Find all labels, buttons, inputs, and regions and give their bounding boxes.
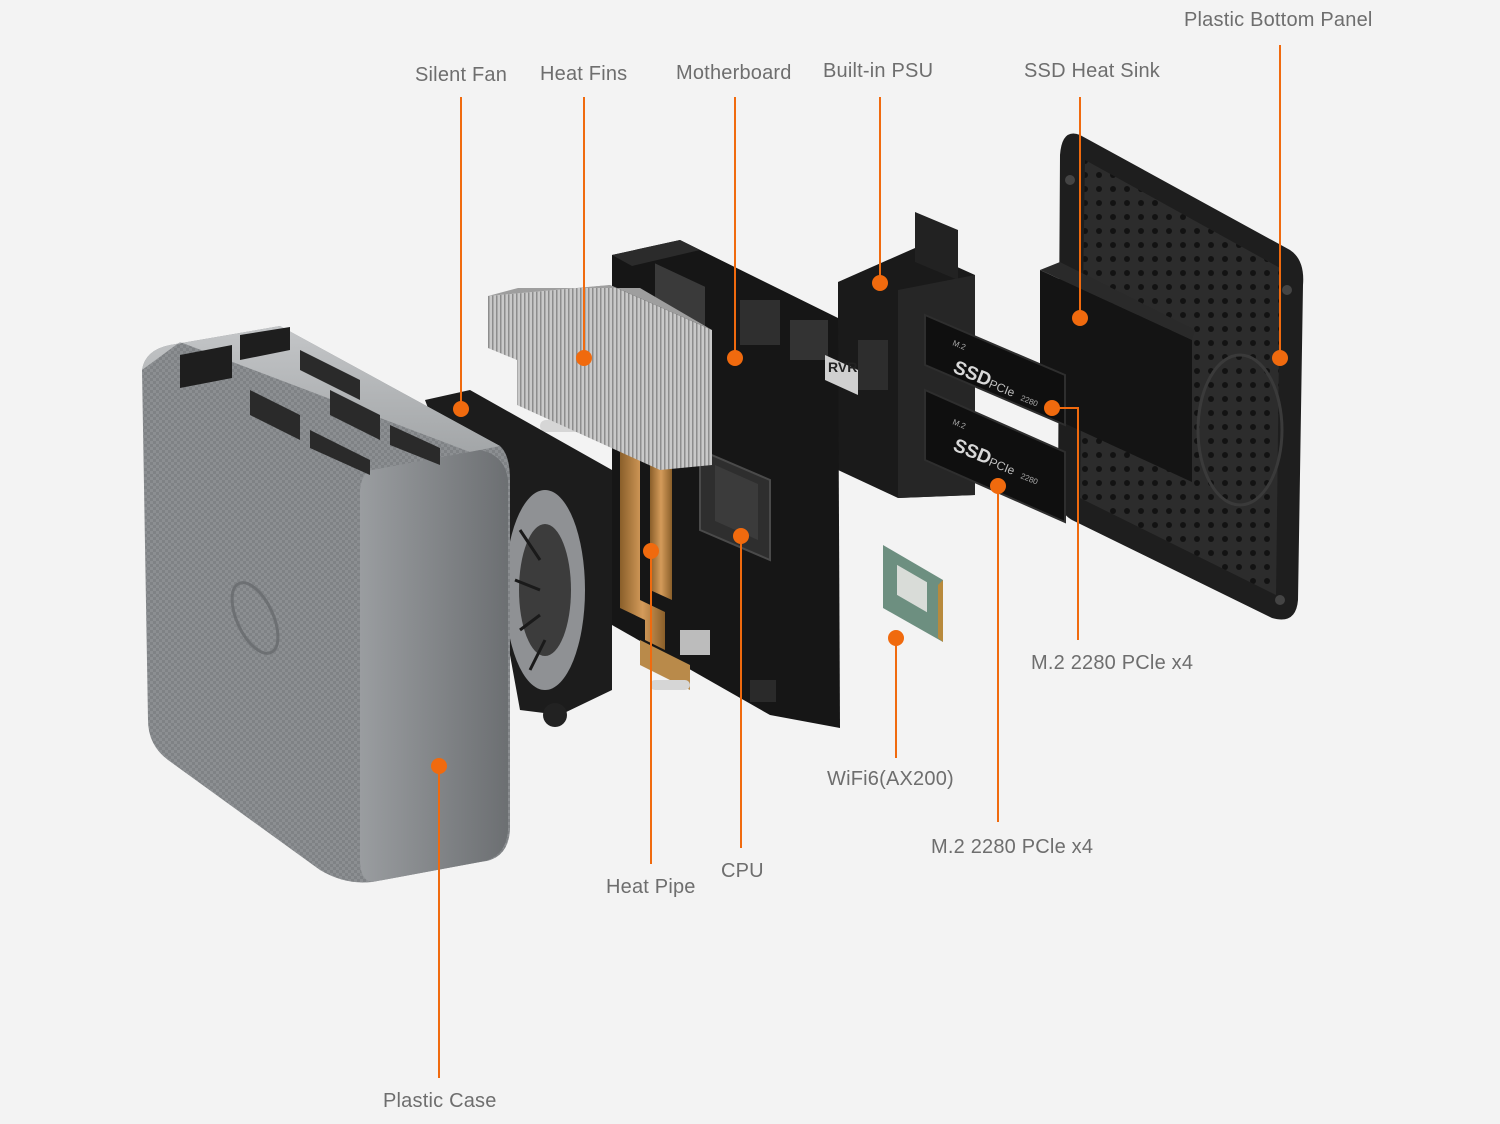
dot-wifi: [888, 630, 904, 646]
heat-fins: [488, 285, 712, 470]
usb-port-mark: RVR: [828, 359, 857, 375]
label-heat-fins: Heat Fins: [540, 63, 628, 85]
label-ssd-heat-sink: SSD Heat Sink: [1024, 60, 1160, 82]
dot-builtin-psu: [872, 275, 888, 291]
dot-silent-fan: [453, 401, 469, 417]
leader-m2-upper: [1052, 407, 1079, 640]
label-m2-upper: M.2 2280 PCle x4: [1031, 652, 1194, 674]
dot-heat-pipe: [643, 543, 659, 559]
ssd-lower: SSD PCIe 2280 M.2: [924, 388, 1066, 524]
heat-pipe: [540, 420, 690, 690]
label-wifi: WiFi6(AX200): [827, 768, 954, 790]
label-silent-fan: Silent Fan: [415, 64, 508, 86]
dot-motherboard: [727, 350, 743, 366]
leader-lines: [438, 45, 1281, 1078]
label-heat-pipe: Heat Pipe: [606, 876, 696, 898]
dot-m2-lower: [990, 478, 1006, 494]
label-cpu: CPU: [721, 860, 764, 882]
wifi-card: [883, 545, 943, 642]
dot-plastic-bottom-panel: [1272, 350, 1288, 366]
callout-dots: [431, 275, 1288, 774]
label-plastic-bottom-panel: Plastic Bottom Panel: [1184, 9, 1373, 31]
plastic-case: [142, 326, 510, 883]
label-plastic-case: Plastic Case: [383, 1090, 497, 1112]
dot-m2-upper: [1044, 400, 1060, 416]
dot-cpu: [733, 528, 749, 544]
dot-ssd-heat-sink: [1072, 310, 1088, 326]
dot-heat-fins: [576, 350, 592, 366]
label-motherboard: Motherboard: [676, 62, 792, 84]
dot-plastic-case: [431, 758, 447, 774]
label-m2-lower: M.2 2280 PCle x4: [931, 836, 1094, 858]
label-builtin-psu: Built-in PSU: [823, 60, 934, 82]
